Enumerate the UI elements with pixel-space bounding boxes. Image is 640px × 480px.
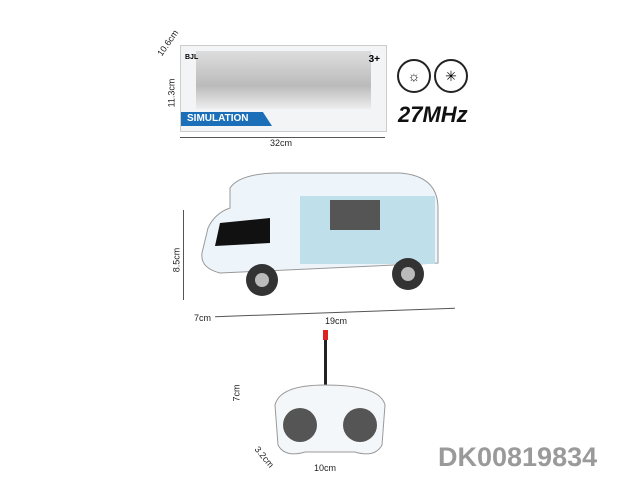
vehicle-length: 19cm: [325, 316, 348, 326]
package-width: 32cm: [270, 138, 293, 148]
rv-camper-van: [201, 172, 439, 296]
remote-control: [274, 330, 386, 455]
package-window: [196, 51, 371, 109]
remote-height: 7cm: [231, 384, 242, 402]
remote-width: 10cm: [314, 463, 337, 473]
full-function-icon: ✳: [434, 59, 468, 93]
brand-logo: BJL: [185, 54, 199, 61]
light-bulb-icon: ☼: [397, 59, 431, 93]
frequency-label: 27MHz: [398, 102, 468, 127]
package-height: 11.3cm: [166, 78, 177, 108]
sku-label: DK00819834: [438, 442, 598, 472]
vehicle-height: 8.5cm: [171, 247, 182, 273]
package-title: SIMULATION: [181, 112, 272, 126]
age-badge: 3+: [368, 54, 380, 65]
package-depth: 10.6cm: [155, 28, 181, 58]
vehicle-depth: 7cm: [194, 313, 212, 323]
vehicle-height-line: [183, 210, 184, 300]
package-width-line: [180, 137, 385, 138]
package-box: BJL 3+ SIMULATION: [180, 45, 387, 132]
